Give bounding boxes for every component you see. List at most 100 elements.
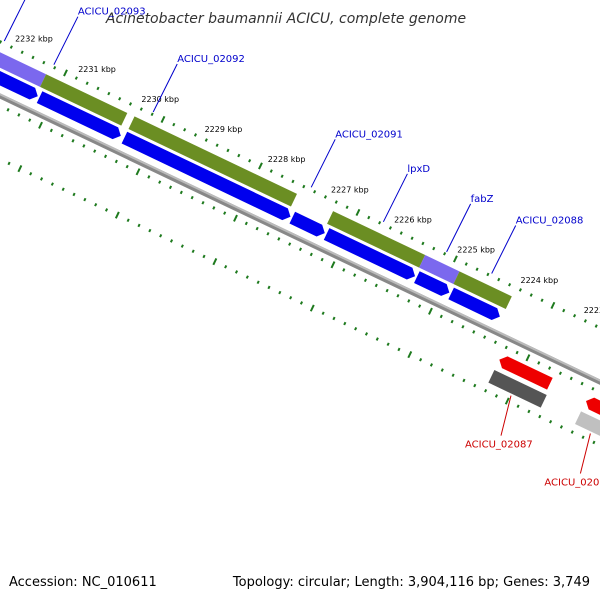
tick-mark bbox=[94, 202, 98, 207]
tick-mark bbox=[583, 319, 587, 323]
tick-mark bbox=[201, 200, 205, 205]
tick-label: 2226 kbp bbox=[394, 216, 432, 225]
cds-ACICU_02093-arrow[interactable] bbox=[36, 91, 124, 141]
reverse-feature-rows bbox=[488, 354, 600, 440]
tick-mark bbox=[527, 409, 531, 414]
tick-mark bbox=[85, 81, 89, 86]
tick-mark bbox=[321, 311, 325, 316]
gene-ACICU_02093[interactable] bbox=[40, 74, 128, 126]
tick-mark bbox=[334, 200, 338, 204]
gene-label[interactable]: ACICU_02086 bbox=[544, 478, 600, 489]
gene-label[interactable]: ACICU_02087 bbox=[465, 440, 533, 451]
tick-mark bbox=[114, 159, 118, 164]
tick-mark bbox=[267, 285, 271, 290]
cds-next-arrow-1[interactable] bbox=[583, 395, 600, 423]
tick-mark bbox=[39, 177, 44, 181]
tick-mark bbox=[169, 239, 174, 243]
tick-mark bbox=[114, 211, 120, 219]
tick-mark bbox=[429, 363, 434, 367]
tick-mark bbox=[504, 397, 510, 405]
tick-mark bbox=[462, 378, 466, 383]
tick-mark bbox=[592, 440, 596, 445]
tick-mark bbox=[215, 143, 219, 148]
gene-label[interactable]: lpxD bbox=[407, 164, 430, 175]
tick-mark bbox=[289, 295, 293, 300]
tick-mark bbox=[559, 425, 563, 429]
tick-mark bbox=[150, 112, 154, 117]
tick-mark bbox=[299, 301, 304, 305]
tick-mark bbox=[374, 283, 378, 288]
tick-mark bbox=[540, 298, 544, 303]
tick-label: 2231 kbp bbox=[78, 65, 116, 74]
tick-mark bbox=[9, 45, 13, 49]
tick-mark bbox=[83, 197, 87, 202]
tick-mark bbox=[385, 288, 389, 293]
tick-mark bbox=[168, 185, 173, 190]
tick-label: 2228 kbp bbox=[268, 155, 306, 164]
gene-label-leader-line bbox=[310, 139, 336, 188]
cds-fabZ-arrow[interactable] bbox=[414, 271, 452, 298]
tick-mark bbox=[137, 223, 141, 228]
tick-mark bbox=[17, 113, 21, 117]
gene-lpxD[interactable] bbox=[327, 211, 426, 268]
tick-mark bbox=[280, 174, 284, 179]
tick-mark bbox=[191, 249, 195, 254]
gene-ACICU_02088[interactable] bbox=[453, 271, 512, 309]
tick-mark bbox=[49, 128, 53, 133]
tick-mark bbox=[38, 121, 43, 129]
tick-mark bbox=[558, 371, 562, 376]
tick-mark bbox=[125, 164, 129, 169]
tick-mark bbox=[419, 357, 423, 362]
tick-mark bbox=[591, 386, 595, 391]
tick-label: 2227 kbp bbox=[331, 185, 369, 194]
tick-mark bbox=[386, 342, 390, 347]
tick-mark bbox=[581, 435, 585, 440]
tick-mark bbox=[224, 264, 228, 269]
tick-mark bbox=[453, 255, 458, 263]
gene-ACICU_02094[interactable] bbox=[0, 25, 47, 87]
tick-mark bbox=[278, 290, 282, 295]
tick-mark bbox=[0, 40, 3, 44]
tick-mark bbox=[6, 108, 10, 112]
gene-fabZ[interactable] bbox=[419, 255, 460, 285]
tick-mark bbox=[388, 226, 392, 230]
tick-mark bbox=[363, 278, 368, 283]
gene-label[interactable]: ACICU_02092 bbox=[177, 54, 245, 65]
gene-label[interactable]: ACICU_02093 bbox=[78, 7, 146, 18]
tick-mark bbox=[291, 179, 295, 184]
gene-label[interactable]: ACICU_02088 bbox=[516, 216, 584, 227]
tick-mark bbox=[594, 324, 598, 328]
tick-mark bbox=[179, 190, 183, 195]
gene-ACICU_02086[interactable] bbox=[575, 411, 600, 440]
tick-mark bbox=[255, 226, 259, 231]
gene-label[interactable]: ACICU_02091 bbox=[335, 129, 403, 140]
gene-label-leader-line bbox=[3, 0, 26, 42]
gene-label-leader-line bbox=[152, 63, 178, 113]
tick-mark bbox=[245, 275, 249, 279]
tick-mark bbox=[61, 187, 65, 192]
gene-ACICU_02092[interactable] bbox=[128, 116, 297, 207]
tick-mark bbox=[399, 231, 403, 235]
gene-label[interactable]: fabZ bbox=[471, 194, 494, 205]
tick-mark bbox=[375, 337, 379, 341]
tick-mark bbox=[407, 351, 413, 359]
cds-ACICU_02087-arrow[interactable] bbox=[497, 354, 553, 390]
tick-mark bbox=[484, 388, 488, 393]
tick-mark bbox=[580, 381, 584, 386]
cds-ACICU_02094-arrow[interactable] bbox=[0, 41, 41, 102]
tick-mark bbox=[71, 138, 75, 143]
tick-mark bbox=[516, 404, 520, 409]
gene-label-leader-line bbox=[53, 16, 79, 65]
tick-mark bbox=[159, 233, 163, 238]
cds-ACICU_02088-arrow[interactable] bbox=[448, 287, 502, 323]
tick-mark bbox=[63, 69, 68, 77]
cds-ACICU_02091-arrow[interactable] bbox=[289, 211, 327, 239]
tick-mark bbox=[139, 107, 143, 111]
gene-ACICU_02087[interactable] bbox=[488, 370, 547, 408]
accession-text: Accession: NC_010611 bbox=[9, 575, 157, 590]
cds-ACICU_02092-arrow[interactable] bbox=[121, 131, 294, 223]
cds-lpxD-arrow[interactable] bbox=[323, 228, 418, 282]
tick-mark bbox=[42, 60, 46, 65]
tick-mark bbox=[464, 262, 468, 266]
